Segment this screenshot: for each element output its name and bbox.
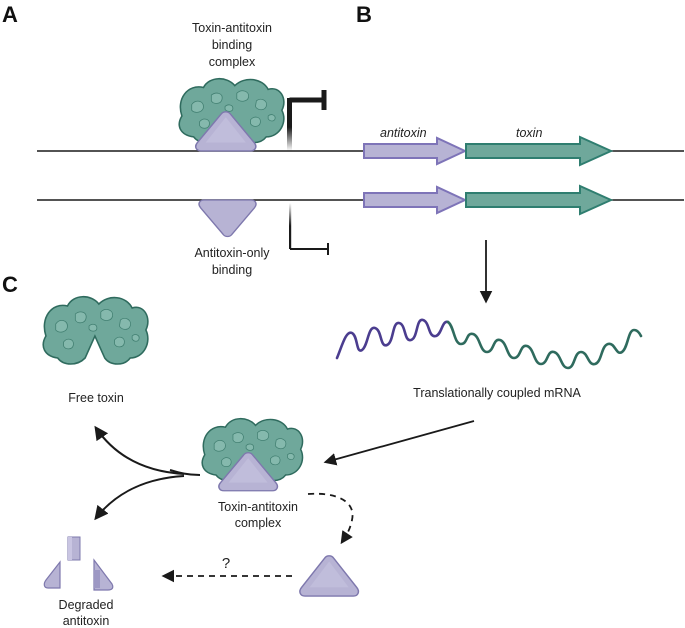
ta-complex-label-line2: binding — [212, 38, 252, 52]
mrna-antitoxin-segment — [335, 318, 450, 360]
panel-label-a: A — [2, 2, 18, 27]
ta-complex-c-label: Toxin-antitoxin complex — [218, 500, 298, 530]
degraded-label-line1: Degraded — [59, 598, 114, 612]
degraded-antitoxin-fragments — [43, 536, 114, 591]
degraded-label-line2: antitoxin — [63, 614, 110, 628]
ta-complex-label-line3: complex — [209, 55, 256, 69]
free-toxin-blob — [42, 295, 149, 365]
toxin-gene-arrow-2 — [465, 184, 614, 216]
panel-label-c: C — [2, 272, 18, 297]
mrna-strand — [335, 318, 643, 370]
ta-complex-label: Toxin-antitoxin binding complex — [192, 21, 272, 69]
promoter-strong — [287, 90, 327, 151]
degraded-label: Degraded antitoxin — [59, 598, 114, 628]
question-mark: ? — [222, 555, 230, 572]
gene-label-toxin: toxin — [516, 126, 542, 140]
antitoxin-only-label-line2: binding — [212, 263, 252, 277]
ta-complex-c — [201, 417, 304, 492]
gene-arrows-bottom — [363, 184, 614, 216]
antitoxin-gene-arrow — [363, 136, 468, 166]
panel-label-b: B — [356, 2, 372, 27]
release-toxin-arrow — [94, 425, 185, 475]
ta-complex-bound — [178, 77, 285, 152]
free-antitoxin-triangle — [299, 555, 360, 597]
ta-complex-label-line1: Toxin-antitoxin — [192, 21, 272, 35]
translation-arrow — [323, 420, 475, 466]
join-stub — [169, 469, 201, 476]
antitoxin-bound-triangle — [198, 199, 257, 238]
dissociation-dashed-arrow — [307, 492, 354, 545]
promoter-weak — [289, 203, 329, 255]
antitoxin-only-label: Antitoxin-only binding — [194, 246, 270, 277]
free-toxin-label: Free toxin — [68, 391, 124, 405]
toxin-gene-arrow — [465, 135, 614, 167]
mrna-label: Translationally coupled mRNA — [413, 386, 581, 400]
antitoxin-only-label-line1: Antitoxin-only — [194, 246, 270, 260]
gene-label-antitoxin: antitoxin — [380, 126, 427, 140]
release-antitoxin-arrow — [94, 475, 185, 521]
antitoxin-gene-arrow-2 — [363, 185, 468, 215]
ta-complex-c-label-line1: Toxin-antitoxin — [218, 500, 298, 514]
mrna-toxin-segment — [446, 320, 643, 370]
ta-complex-c-label-line2: complex — [235, 516, 282, 530]
gene-arrows-top — [363, 135, 614, 167]
